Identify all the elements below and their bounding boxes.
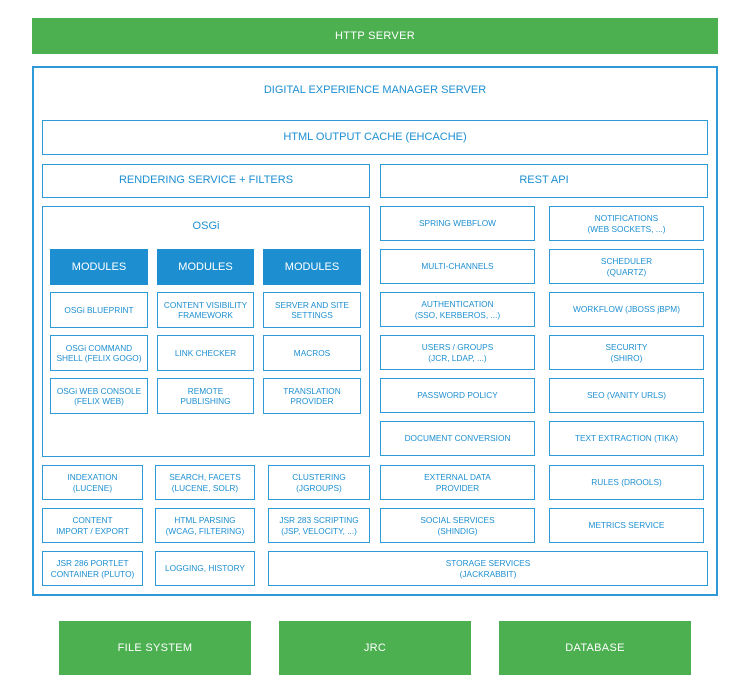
macros-box: MACROS (263, 335, 361, 371)
osgi-title: OSGi (192, 220, 220, 232)
logging-history-box: LOGGING, HISTORY (155, 551, 255, 586)
security-box: SECURITY (SHIRO) (549, 335, 704, 370)
http-server-bar: HTTP SERVER (32, 18, 718, 54)
authentication-box: AUTHENTICATION (SSO, KERBEROS, ...) (380, 292, 535, 327)
http-server-label: HTTP SERVER (335, 30, 415, 42)
workflow-box: WORKFLOW (JBOSS jBPM) (549, 292, 704, 327)
osgi-blueprint-box: OSGi BLUEPRINT (50, 292, 148, 328)
external-data-provider-box: EXTERNAL DATA PROVIDER (380, 465, 535, 500)
osgi-command-shell-box: OSGi COMMAND SHELL (FELIX GOGO) (50, 335, 148, 371)
document-conversion-box: DOCUMENT CONVERSION (380, 421, 535, 456)
social-services-box: SOCIAL SERVICES (SHINDIG) (380, 508, 535, 543)
notifications-box: NOTIFICATIONS (WEB SOCKETS, ...) (549, 206, 704, 241)
dxm-server-frame (32, 66, 718, 596)
rules-drools-box: RULES (DROOLS) (549, 465, 704, 500)
modules-header-3: MODULES (263, 249, 361, 285)
server-site-settings-box: SERVER AND SITE SETTINGS (263, 292, 361, 328)
remote-publishing-box: REMOTE PUBLISHING (157, 378, 254, 414)
html-output-cache-box: HTML OUTPUT CACHE (EHCACHE) (42, 120, 708, 155)
search-facets-box: SEARCH, FACETS (LUCENE, SOLR) (155, 465, 255, 500)
content-visibility-box: CONTENT VISIBILITY FRAMEWORK (157, 292, 254, 328)
file-system-bar: FILE SYSTEM (59, 621, 251, 675)
rendering-service-box: RENDERING SERVICE + FILTERS (42, 164, 370, 198)
users-groups-box: USERS / GROUPS (JCR, LDAP, ...) (380, 335, 535, 370)
link-checker-box: LINK CHECKER (157, 335, 254, 371)
scheduler-box: SCHEDULER (QUARTZ) (549, 249, 704, 284)
jrc-bar: JRC (279, 621, 471, 675)
indexation-box: INDEXATION (LUCENE) (42, 465, 143, 500)
osgi-web-console-box: OSGi WEB CONSOLE (FELIX WEB) (50, 378, 148, 414)
clustering-box: CLUSTERING (JGROUPS) (268, 465, 370, 500)
jsr-286-portlet-box: JSR 286 PORTLET CONTAINER (PLUTO) (42, 551, 143, 586)
modules-header-1: MODULES (50, 249, 148, 285)
metrics-service-box: METRICS SERVICE (549, 508, 704, 543)
password-policy-box: PASSWORD POLICY (380, 378, 535, 413)
dxm-server-title: DIGITAL EXPERIENCE MANAGER SERVER (263, 84, 487, 96)
seo-vanity-urls-box: SEO (VANITY URLS) (549, 378, 704, 413)
html-parsing-box: HTML PARSING (WCAG, FILTERING) (155, 508, 255, 543)
storage-services-box: STORAGE SERVICES (JACKRABBIT) (268, 551, 708, 586)
rest-api-box: REST API (380, 164, 708, 198)
jsr-283-scripting-box: JSR 283 SCRIPTING (JSP, VELOCITY, ...) (268, 508, 370, 543)
modules-header-2: MODULES (157, 249, 254, 285)
translation-provider-box: TRANSLATION PROVIDER (263, 378, 361, 414)
text-extraction-box: TEXT EXTRACTION (TIKA) (549, 421, 704, 456)
osgi-container (42, 206, 370, 457)
content-import-export-box: CONTENT IMPORT / EXPORT (42, 508, 143, 543)
multi-channels-box: MULTI-CHANNELS (380, 249, 535, 284)
database-bar: DATABASE (499, 621, 691, 675)
spring-webflow-box: SPRING WEBFLOW (380, 206, 535, 241)
